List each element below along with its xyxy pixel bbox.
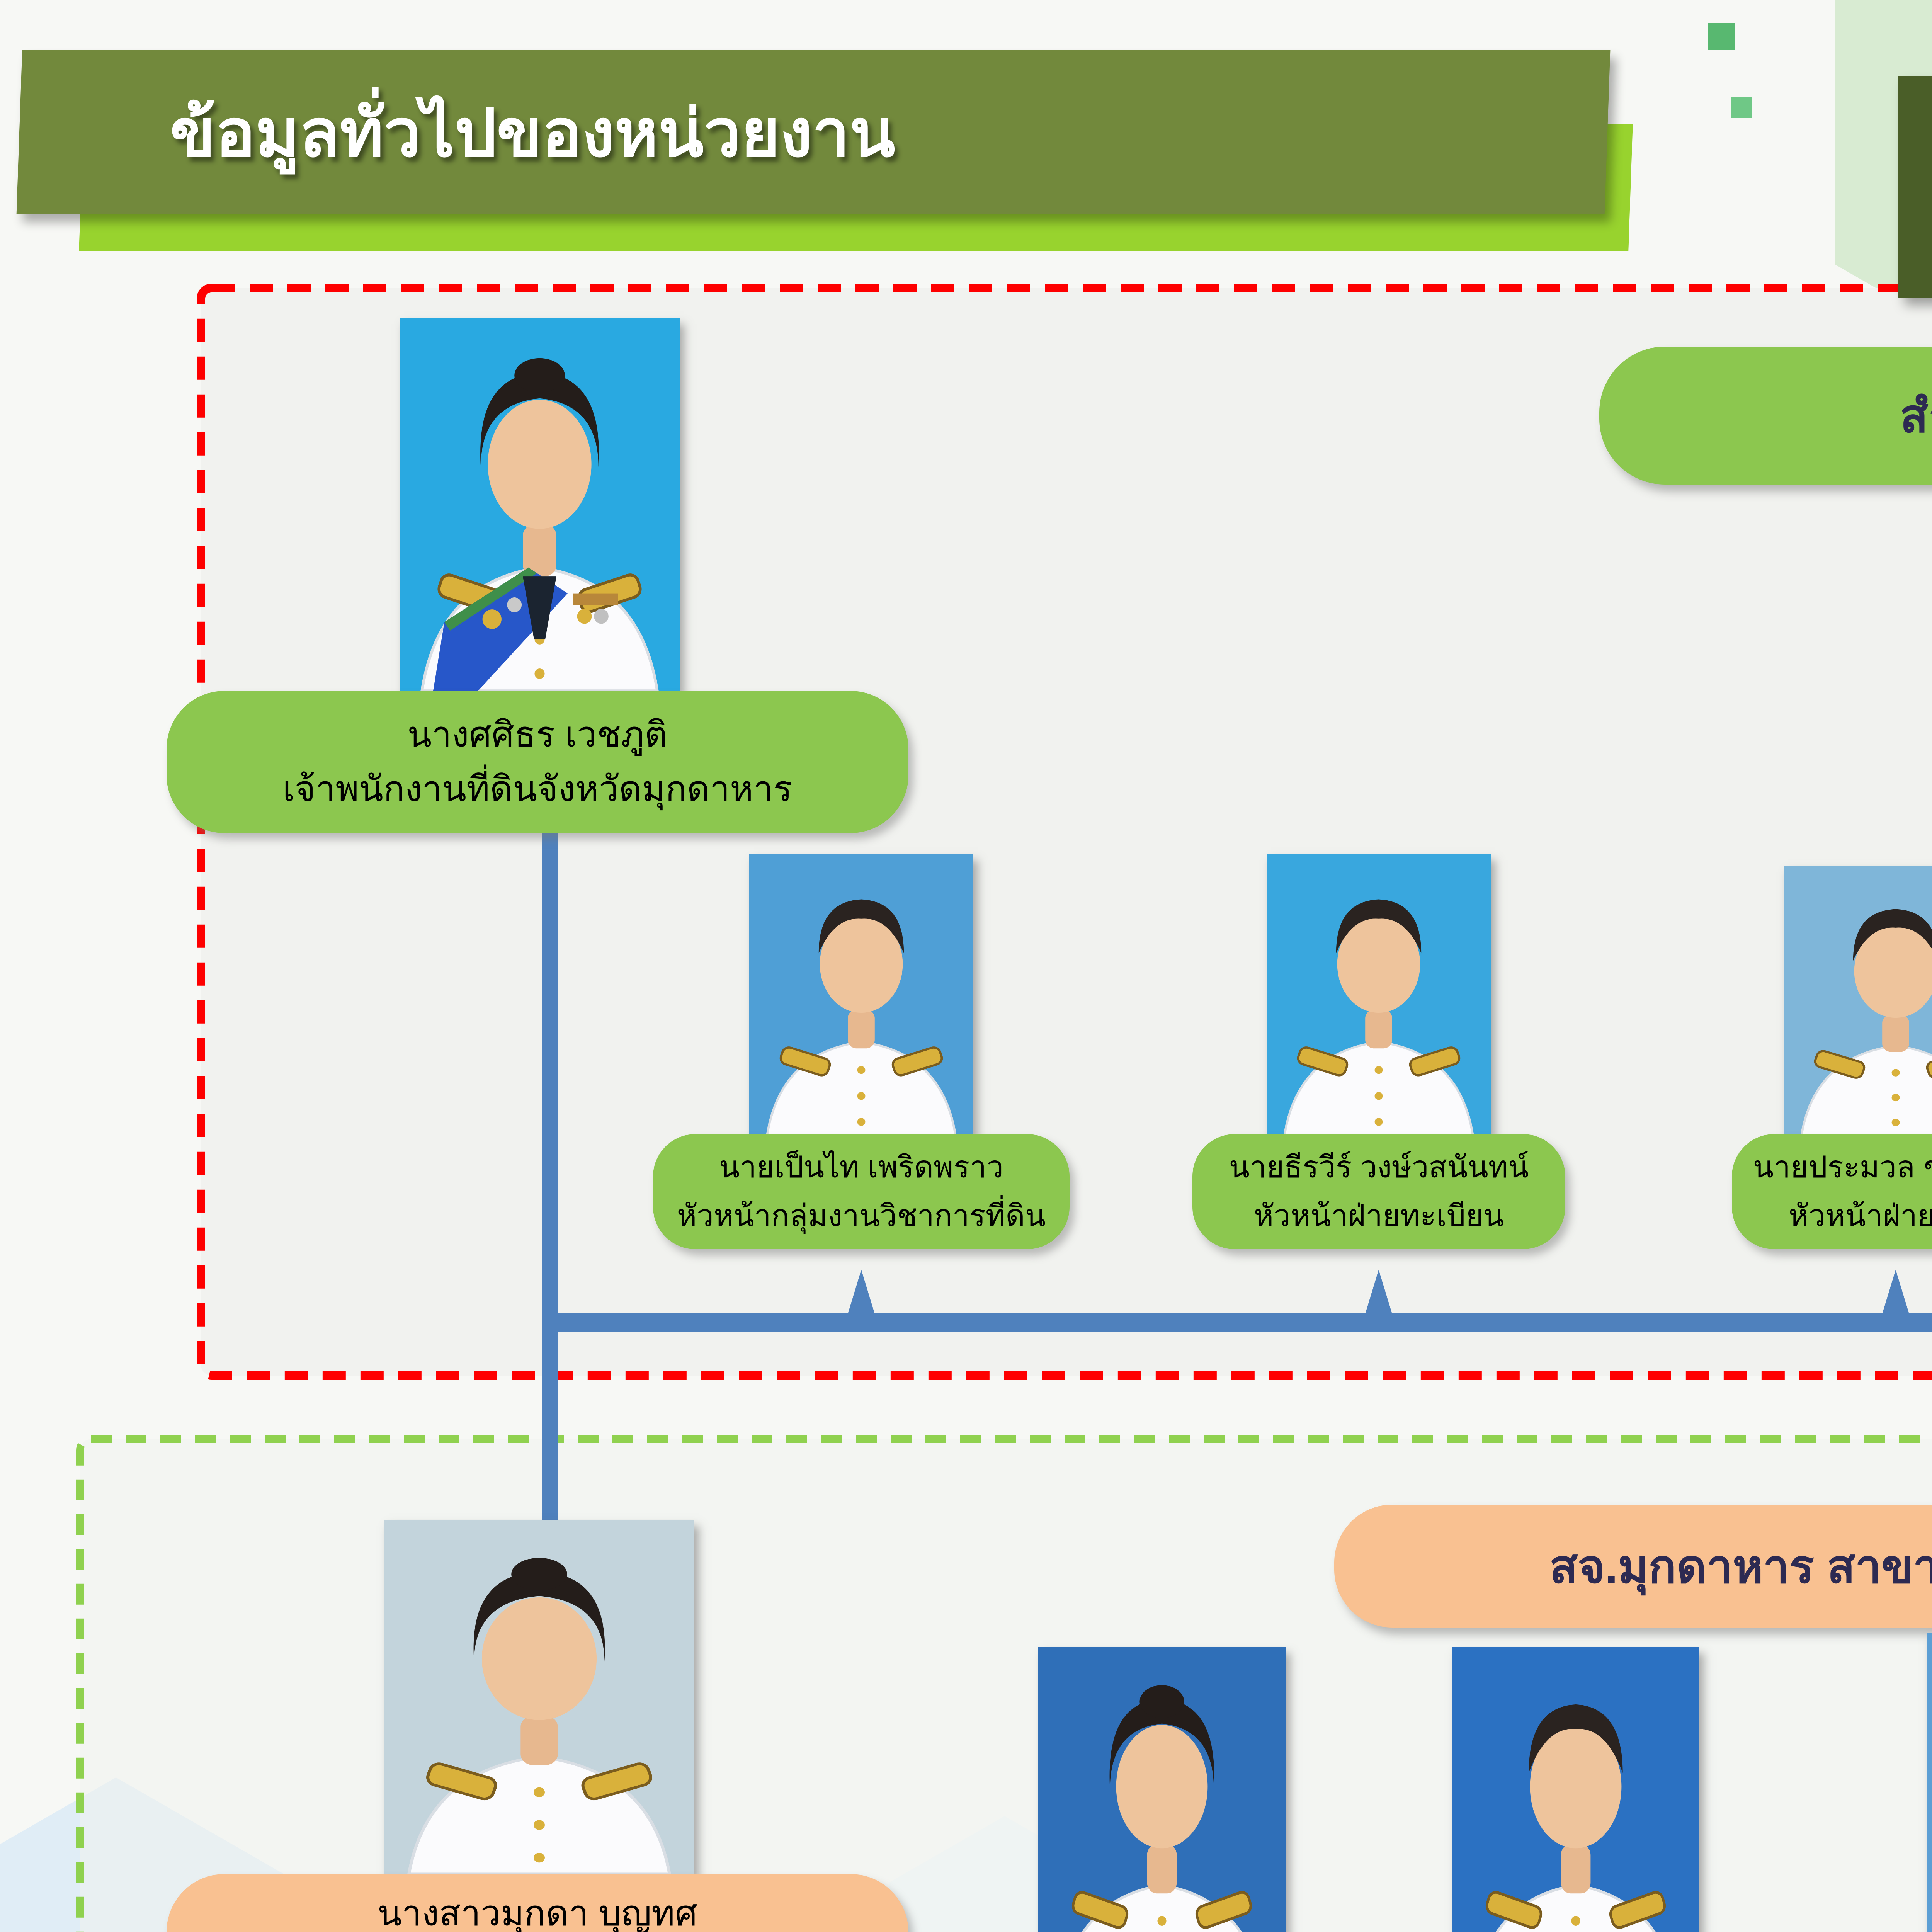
- person-name: นายธีรวีร์ วงษ์วสนันทน์: [1229, 1150, 1529, 1184]
- portrait-photo-branch-chief: [384, 1520, 694, 1874]
- person-title: หัวหน้าฝ่ายทะเบียน: [1253, 1199, 1504, 1233]
- portrait-photo-staff: [1267, 854, 1491, 1135]
- connector-arrow: [1882, 1270, 1910, 1315]
- person-name: นางสาวมุกดา บุญทศ: [377, 1893, 698, 1932]
- person-title: หัวหน้ากลุ่มงานวิชาการที่ดิน: [677, 1199, 1046, 1233]
- portrait-photo-staff: [1927, 1633, 1932, 1932]
- square-decoration: [1731, 97, 1752, 118]
- person-name: นายเป็นไท เพริดพราว: [719, 1150, 1004, 1184]
- person-title: เจ้าพนักงานที่ดินจังหวัดมุกดาหาร: [282, 769, 793, 809]
- person-name: นางศศิธร เวชภูติ: [407, 715, 668, 755]
- portrait-photo-provincial-chief: [400, 318, 680, 691]
- portrait-photo-staff: [749, 854, 973, 1135]
- person-name: นายประมวล ชุ่มพิมาย: [1753, 1150, 1932, 1184]
- square-decoration: [1708, 23, 1735, 50]
- staff-label: นายประมวล ชุ่มพิมาย หัวหน้าฝ่ายรังวัด: [1732, 1134, 1932, 1249]
- branch-office-pill: สจ.มุกดาหาร สาขาคำชะอี: [1334, 1505, 1932, 1628]
- provincial-chief-label: นางศศิธร เวชภูติ เจ้าพนักงานที่ดินจังหวั…: [167, 691, 908, 833]
- portrait-photo-staff: [1038, 1647, 1286, 1932]
- page-title: ข้อมูลทั่วไปของหน่วยงาน: [170, 96, 895, 170]
- connector-arrow: [847, 1270, 875, 1315]
- branch-chief-label: นางสาวมุกดา บุญทศ เจ้าพนักงานที่ดินจังหว…: [167, 1874, 908, 1932]
- connector-arrow: [1365, 1270, 1393, 1315]
- portrait-photo-staff: [1452, 1647, 1699, 1932]
- person-title: หัวหน้าฝ่ายรังวัด: [1788, 1199, 1932, 1233]
- page-title-banner: ข้อมูลทั่วไปของหน่วยงาน: [16, 50, 1611, 214]
- provincial-office-pill: สำนักงานที่ดินจังหวัดมุกดาหาร: [1599, 347, 1932, 485]
- portrait-photo-staff: [1784, 866, 1932, 1135]
- org-connector-top-bar: [542, 1313, 1932, 1332]
- staff-label: นายธีรวีร์ วงษ์วสนันทน์ หัวหน้าฝ่ายทะเบี…: [1192, 1134, 1565, 1249]
- staff-label: นายเป็นไท เพริดพราว หัวหน้ากลุ่มงานวิชาก…: [653, 1134, 1070, 1249]
- section-header: หัวหน้าส่วนราชการ: [1898, 76, 1932, 298]
